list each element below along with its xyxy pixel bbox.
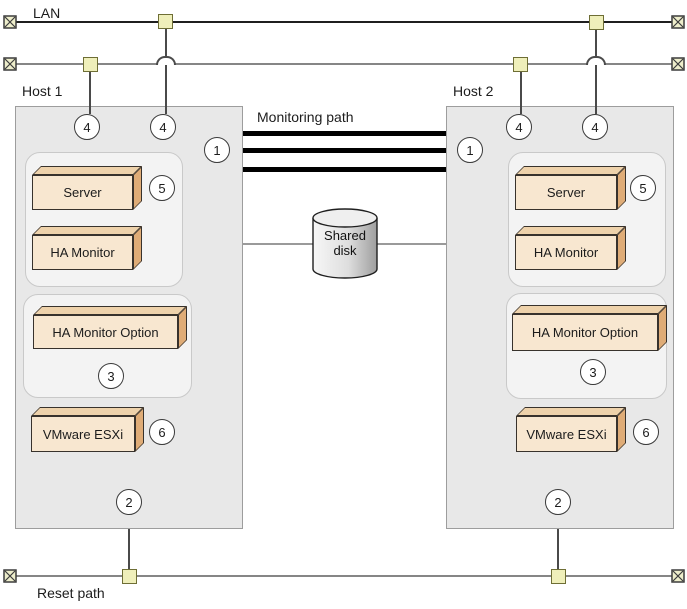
callout-5: 5 [630,175,656,201]
network-endpoint-icon [3,569,17,583]
lan1-host1-drop-line-lower [165,64,167,114]
host2-ha-monitor-box: HA Monitor [515,226,627,271]
monitoring-path-line-1 [243,131,446,136]
ha-monitor-option-label: HA Monitor Option [512,314,658,351]
host1-ha-monitor-option-box: HA Monitor Option [33,306,188,350]
box-side-face [133,226,142,270]
host2-server-box: Server [515,166,627,211]
box-top-face [516,407,626,416]
lan-adapter-node [513,57,528,72]
network-endpoint-icon [3,15,17,29]
box-side-face [617,226,626,270]
lan-adapter-node [158,14,173,29]
host1-reset-drop-line [128,529,130,570]
lan1-host2-drop-line-upper [595,29,597,56]
callout-4: 4 [150,114,176,140]
network-endpoint-icon [671,15,685,29]
server-label: Server [515,175,617,210]
line-crossover-hop [586,56,606,65]
callout-4: 4 [506,114,532,140]
host1-title: Host 1 [22,83,63,99]
lan2-host1-drop-line [89,71,91,114]
lan1-host2-drop-line-lower [595,64,597,114]
box-side-face [133,166,142,210]
vmware-esxi-label: VMware ESXi [31,416,135,452]
box-top-face [512,305,667,314]
vmware-esxi-label: VMware ESXi [516,416,617,452]
callout-6: 6 [633,419,659,445]
callout-6: 6 [149,419,175,445]
callout-1: 1 [204,137,230,163]
box-side-face [617,166,626,210]
callout-5: 5 [149,175,175,201]
callout-2: 2 [545,489,571,515]
callout-3: 3 [98,363,124,389]
network-endpoint-icon [671,569,685,583]
monitoring-path-label: Monitoring path [257,109,354,125]
line-crossover-hop [156,56,176,65]
box-side-face [658,305,667,351]
ha-monitor-label: HA Monitor [32,235,133,270]
server-label: Server [32,175,133,210]
callout-1: 1 [457,137,483,163]
ha-monitor-option-label: HA Monitor Option [33,315,178,349]
host1-vmware-esxi-box: VMware ESXi [31,407,145,453]
network-endpoint-icon [3,57,17,71]
box-top-face [515,226,626,235]
shared-disk-label-line2: disk [333,243,357,258]
box-top-face [32,226,142,235]
shared-disk-icon [312,208,378,279]
shared-disk-label-line1: Shared [324,228,366,243]
box-side-face [178,306,187,349]
lan1-host1-drop-line-upper [165,29,167,56]
reset-adapter-node [122,569,137,584]
reset-adapter-node [551,569,566,584]
host2-reset-drop-line [557,529,559,570]
network-endpoint-icon [671,57,685,71]
callout-3: 3 [580,359,606,385]
monitoring-path-line-3 [243,167,446,172]
shared-disk-label: Shared disk [313,228,377,258]
lan-adapter-node [589,15,604,30]
box-top-face [33,306,187,315]
box-side-face [135,407,144,452]
lan-label: LAN [33,5,61,21]
callout-2: 2 [116,489,142,515]
lan2-host2-drop-line [520,71,522,114]
callout-4: 4 [74,114,100,140]
box-top-face [31,407,144,416]
host2-title: Host 2 [453,83,494,99]
host2-ha-monitor-option-box: HA Monitor Option [512,305,668,352]
lan-line-1 [10,21,678,23]
host2-vmware-esxi-box: VMware ESXi [516,407,627,453]
box-top-face [32,166,142,175]
host1-ha-monitor-box: HA Monitor [32,226,143,271]
box-top-face [515,166,626,175]
ha-monitor-label: HA Monitor [515,235,617,270]
reset-path-label: Reset path [37,585,105,601]
reset-path-line [10,575,678,577]
box-side-face [617,407,626,452]
callout-4: 4 [582,114,608,140]
monitoring-path-line-2 [243,148,446,153]
lan-line-2 [10,63,678,65]
host1-server-box: Server [32,166,143,211]
lan-adapter-node [83,57,98,72]
